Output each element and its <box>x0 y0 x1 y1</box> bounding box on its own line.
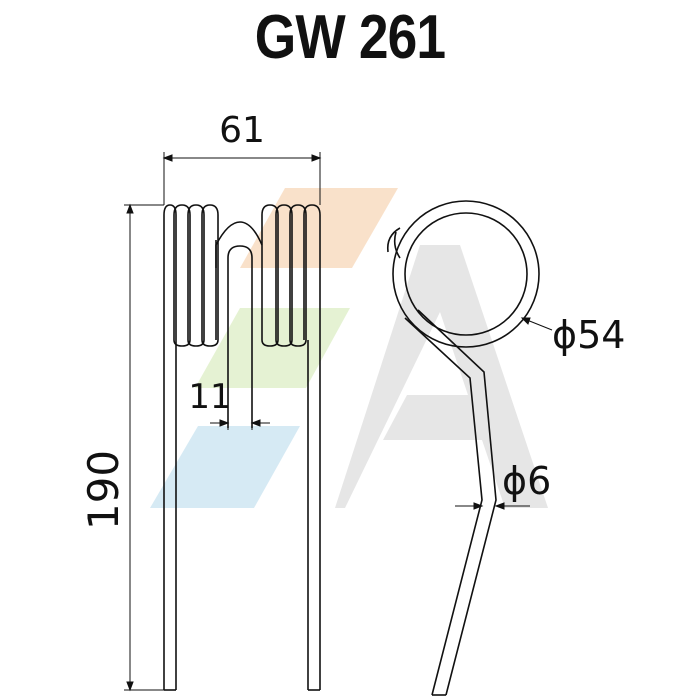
coil-diameter-leader <box>520 317 553 331</box>
height-dimension-label: 190 <box>79 450 128 530</box>
side-view <box>386 200 540 696</box>
gap-dimension <box>210 360 270 430</box>
width-dimension <box>162 152 322 205</box>
watermark-logo <box>150 188 548 508</box>
part-number-title: GW 261 <box>254 3 446 72</box>
width-dimension-label: 61 <box>219 110 265 151</box>
wire-diameter-label: ϕ6 <box>502 459 551 503</box>
wire-diameter-leader <box>455 502 530 510</box>
watermark-blue-stripe <box>150 426 300 508</box>
watermark-orange-stripe <box>240 188 398 268</box>
height-dimension <box>124 203 164 692</box>
coil-diameter-label: ϕ54 <box>552 313 625 357</box>
watermark-gray-a <box>335 245 548 508</box>
front-view <box>163 204 321 691</box>
gap-dimension-label: 11 <box>188 377 231 417</box>
watermark-green-stripe <box>195 308 350 388</box>
